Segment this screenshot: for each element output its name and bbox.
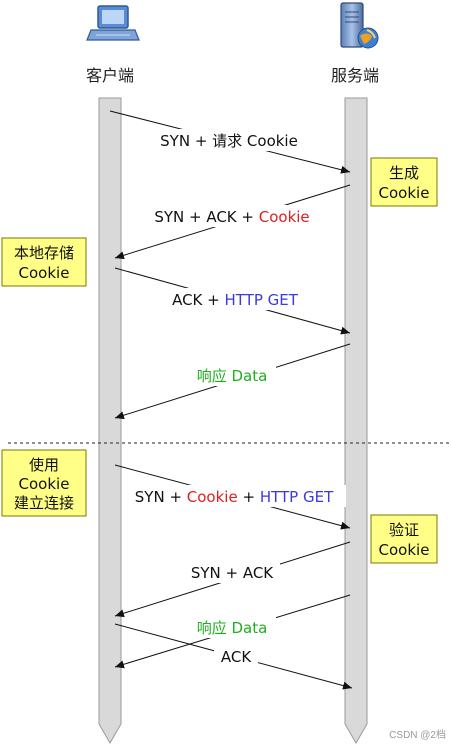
server-icon [340, 2, 379, 49]
message-label-syn-cookie-http-get: SYN + Cookie + HTTP GET [122, 485, 346, 507]
svg-text:验证: 验证 [389, 521, 419, 539]
message-label-ack: ACK [214, 645, 258, 667]
client-lifeline [98, 97, 122, 744]
svg-text:使用: 使用 [29, 456, 59, 474]
svg-text:SYN + Cookie + HTTP GET: SYN + Cookie + HTTP GET [135, 488, 334, 506]
message-label-ack-http-get: ACK + HTTP GET [162, 288, 308, 310]
svg-text:ACK: ACK [221, 648, 252, 666]
message-label-syn-ack-cookie: SYN + ACK + Cookie [148, 205, 316, 227]
svg-text:响应 Data: 响应 Data [197, 367, 268, 385]
svg-text:Cookie: Cookie [379, 541, 430, 559]
server-label: 服务端 [331, 66, 379, 85]
client-label: 客户端 [86, 66, 134, 85]
message-label-response-data: 响应 Data [188, 364, 276, 386]
svg-text:SYN + 请求 Cookie: SYN + 请求 Cookie [160, 132, 298, 150]
svg-text:本地存储: 本地存储 [14, 244, 74, 262]
laptop-icon [86, 5, 140, 41]
note-store-cookie: 本地存储 Cookie [1, 237, 87, 287]
note-use-cookie: 使用 Cookie 建立连接 [1, 449, 87, 517]
server-lifeline [344, 97, 368, 744]
svg-text:SYN + ACK + Cookie: SYN + ACK + Cookie [154, 208, 309, 226]
svg-text:生成: 生成 [389, 164, 419, 182]
note-generate-cookie: 生成 Cookie [370, 157, 438, 207]
svg-text:响应 Data: 响应 Data [197, 619, 268, 637]
message-label-syn-request-cookie: SYN + 请求 Cookie [152, 129, 306, 151]
svg-text:ACK + HTTP GET: ACK + HTTP GET [172, 291, 299, 309]
svg-text:Cookie: Cookie [19, 475, 70, 493]
watermark: CSDN @2档 [389, 728, 446, 741]
svg-text:Cookie: Cookie [379, 184, 430, 202]
svg-text:建立连接: 建立连接 [14, 494, 74, 512]
message-label-syn-ack: SYN + ACK [184, 561, 280, 583]
svg-text:SYN + ACK: SYN + ACK [191, 564, 274, 582]
message-label-response-data-2: 响应 Data [188, 616, 276, 638]
svg-text:Cookie: Cookie [19, 264, 70, 282]
note-verify-cookie: 验证 Cookie [370, 514, 438, 564]
